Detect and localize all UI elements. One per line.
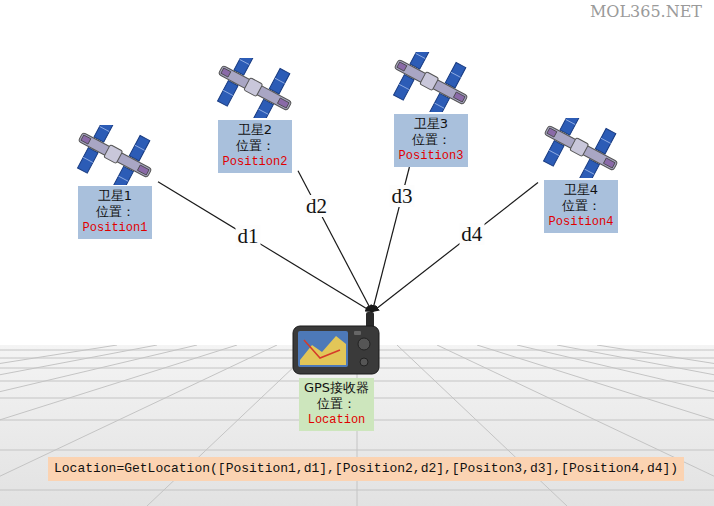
position-text: Position2 — [223, 154, 288, 170]
node-text: 卫星4 — [549, 182, 614, 198]
satellite-node: 卫星3位置：Position3 — [388, 52, 474, 167]
satellite-node: 卫星2位置：Position2 — [212, 58, 298, 173]
distance-line — [158, 182, 372, 312]
sat-label-box: 卫星3位置：Position3 — [394, 114, 469, 167]
position-text: Position1 — [83, 220, 148, 236]
distance-line — [372, 183, 538, 312]
position-text: Position4 — [549, 214, 614, 230]
formula-box: Location=GetLocation([Position1,d1],[Pos… — [48, 457, 684, 481]
node-text: 位置： — [304, 396, 369, 412]
formula-label-box: Location=GetLocation([Position1,d1],[Pos… — [48, 457, 684, 481]
sat-label-box: 卫星2位置：Position2 — [218, 120, 293, 173]
sky — [0, 0, 714, 345]
sat-label-box: 卫星1位置：Position1 — [78, 186, 153, 239]
distance-line — [298, 171, 372, 312]
node-text: GPS接收器 — [304, 380, 369, 396]
node-text: 位置： — [399, 132, 464, 148]
position-text: Location — [304, 412, 369, 428]
rcv-label-box: GPS接收器位置：Location — [299, 378, 374, 431]
distance-label: d2 — [304, 195, 329, 217]
distance-label: d1 — [235, 225, 260, 247]
satellite-node: 卫星1位置：Position1 — [72, 125, 158, 239]
watermark: MOL365.NET — [590, 2, 702, 21]
node-text: 位置： — [549, 198, 614, 214]
gps-receiver-picture — [293, 312, 379, 374]
node-text: 卫星2 — [223, 122, 288, 138]
distance-label: d4 — [459, 223, 484, 245]
node-text: 位置： — [83, 204, 148, 220]
satellite-picture — [383, 38, 479, 126]
node-text: Location=GetLocation([Position1,d1],[Pos… — [54, 461, 678, 477]
satellite-picture — [533, 104, 629, 192]
position-text: Position3 — [399, 148, 464, 164]
node-text: 卫星1 — [83, 188, 148, 204]
node-text: 位置： — [223, 138, 288, 154]
sat-label-box: 卫星4位置：Position4 — [544, 180, 619, 233]
node-text: 卫星3 — [399, 116, 464, 132]
satellite-picture — [207, 44, 303, 132]
receiver-node: GPS接收器位置：Location — [293, 312, 380, 431]
satellite-node: 卫星4位置：Position4 — [538, 118, 624, 233]
distance-label: d3 — [389, 185, 414, 207]
